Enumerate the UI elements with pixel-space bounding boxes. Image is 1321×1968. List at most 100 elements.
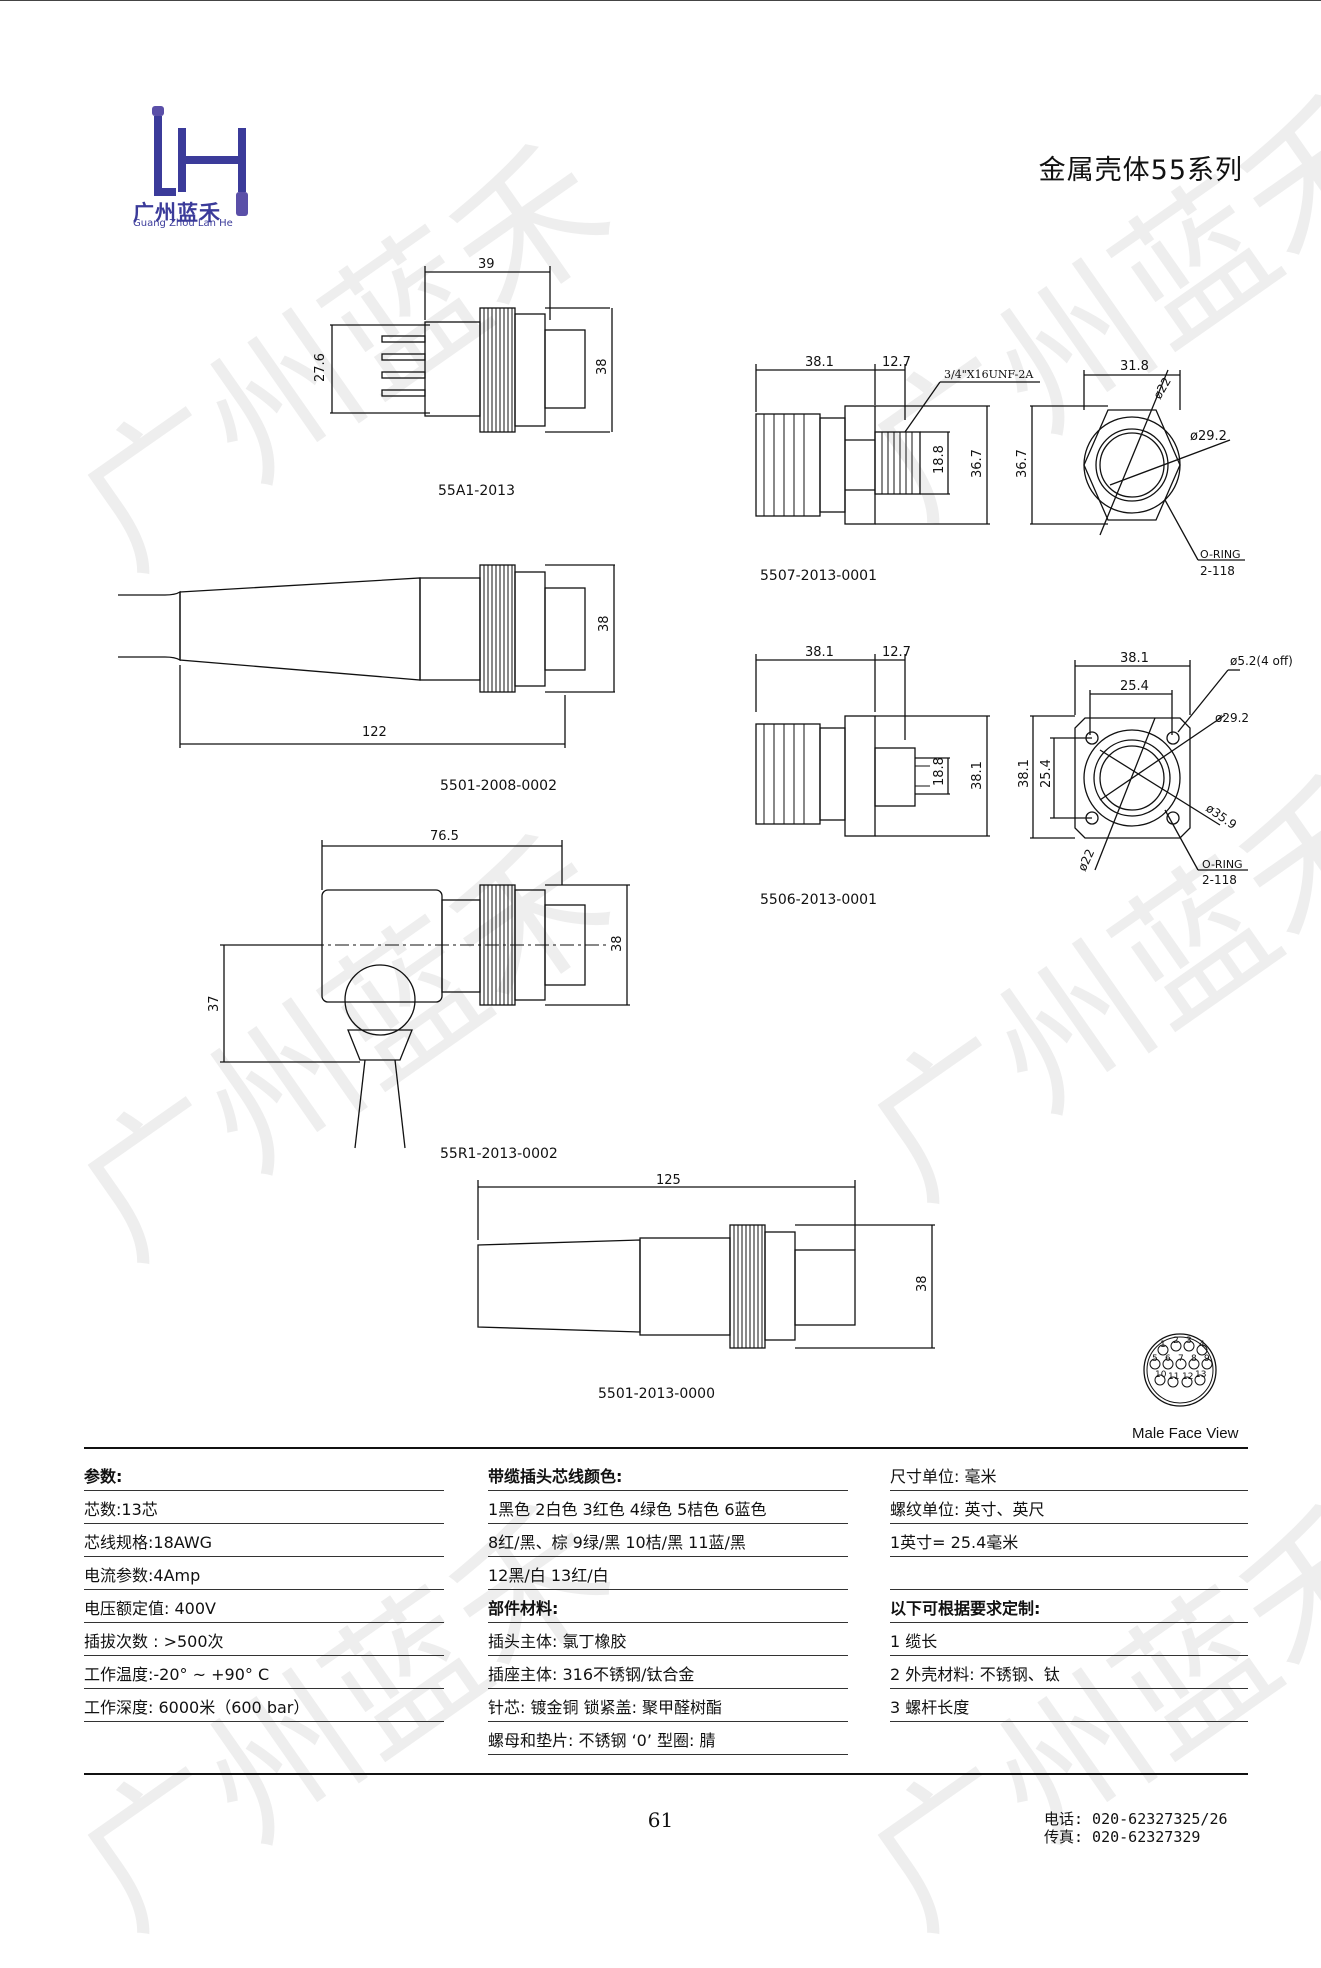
svg-text:ø35.9: ø35.9: [1203, 801, 1239, 832]
svg-text:6: 6: [1165, 1354, 1171, 1364]
svg-text:2-118: 2-118: [1200, 564, 1235, 578]
technical-drawings: 39 38 27.6 55A1-2013: [118, 257, 1293, 1407]
svg-text:ø5.2(4 off): ø5.2(4 off): [1230, 654, 1293, 668]
svg-text:39: 39: [478, 257, 495, 272]
drawing-55a1: 39 38 27.6: [313, 257, 613, 433]
svg-text:1: 1: [1160, 1340, 1166, 1350]
label-5507: 5507-2013-0001: [760, 568, 877, 584]
fax-number: 传真: 020-62327329: [1044, 1828, 1201, 1846]
blank-row: [890, 1557, 1248, 1590]
svg-text:37: 37: [207, 995, 222, 1012]
svg-text:13: 13: [1195, 1370, 1206, 1380]
svg-text:38.1: 38.1: [970, 761, 985, 790]
svg-text:36.7: 36.7: [1015, 449, 1030, 478]
label-5506: 5506-2013-0001: [760, 892, 877, 908]
param-row: 电流参数:4Amp: [84, 1557, 444, 1590]
svg-text:25.4: 25.4: [1039, 759, 1054, 788]
svg-text:38: 38: [597, 615, 612, 632]
svg-text:7: 7: [1178, 1354, 1184, 1364]
svg-text:2: 2: [1173, 1336, 1179, 1346]
logo-chinese-name: 广州蓝禾: [133, 201, 221, 225]
svg-text:38.1: 38.1: [1120, 651, 1149, 666]
svg-text:12: 12: [1182, 1372, 1193, 1382]
svg-text:38: 38: [595, 358, 610, 375]
params-heading: 参数:: [84, 1458, 444, 1491]
svg-text:3: 3: [1186, 1336, 1192, 1346]
unit-row: 尺寸单位: 毫米: [890, 1458, 1248, 1491]
svg-text:25.4: 25.4: [1120, 679, 1149, 694]
param-row: 工作温度:-20° ~ +90° C: [84, 1656, 444, 1689]
label-55r1: 55R1-2013-0002: [440, 1146, 558, 1162]
svg-text:ø29.2: ø29.2: [1215, 711, 1249, 725]
param-row: 工作深度: 6000米（600 bar）: [84, 1689, 444, 1722]
wire-color-row: 12黑/白 13红/白: [488, 1557, 848, 1590]
contact-info: 电话: 020-62327325/26 传真: 020-62327329: [1044, 1810, 1228, 1846]
material-row: 螺母和垫片: 不锈钢 ‘0’ 型圈: 腈: [488, 1722, 848, 1755]
table-top-rule: [84, 1447, 1248, 1449]
param-row: 电压额定值: 400V: [84, 1590, 444, 1623]
wire-color-heading: 带缆插头芯线颜色:: [488, 1458, 848, 1491]
custom-row: 3 螺杆长度: [890, 1689, 1248, 1722]
svg-text:10: 10: [1155, 1370, 1167, 1380]
drawing-5506: 38.1 12.7 18.8 38.1 38.1 25.4 38.1 25.4 …: [755, 645, 1293, 887]
page-number: 61: [647, 1808, 674, 1832]
spec-column-units: 尺寸单位: 毫米 螺纹单位: 英寸、英尺 1英寸= 25.4毫米 以下可根据要求…: [890, 1458, 1248, 1722]
svg-text:38.1: 38.1: [805, 355, 834, 370]
unit-row: 螺纹单位: 英寸、英尺: [890, 1491, 1248, 1524]
svg-text:4: 4: [1199, 1340, 1205, 1350]
custom-heading: 以下可根据要求定制:: [890, 1590, 1248, 1623]
svg-text:2-118: 2-118: [1202, 873, 1237, 887]
label-55a1: 55A1-2013: [438, 483, 515, 499]
svg-text:18.8: 18.8: [932, 757, 947, 786]
phone-number: 电话: 020-62327325/26: [1044, 1810, 1228, 1828]
logo-english-name: Guang Zhou Lan He: [133, 218, 233, 229]
svg-text:ø22: ø22: [1075, 847, 1097, 873]
svg-text:O-RING: O-RING: [1200, 548, 1241, 561]
svg-text:8: 8: [1191, 1354, 1197, 1364]
wire-color-row: 8红/黑、棕 9绿/黑 10桔/黑 11蓝/黑: [488, 1524, 848, 1557]
drawing-5507: 38.1 12.7 3/4"X16UNF-2A 18.8 36.7 31.8 3…: [755, 355, 1245, 578]
svg-text:LH: LH: [170, 171, 172, 173]
svg-text:O-RING: O-RING: [1202, 858, 1243, 871]
wire-color-row: 1黑色 2白色 3红色 4绿色 5桔色 6蓝色: [488, 1491, 848, 1524]
svg-text:9: 9: [1204, 1354, 1210, 1364]
label-5501-2013: 5501-2013-0000: [598, 1386, 715, 1402]
svg-text:76.5: 76.5: [430, 829, 459, 844]
company-logo: LH: [152, 106, 248, 216]
drawing-5501-2013: 125 38: [477, 1173, 935, 1349]
svg-text:11: 11: [1168, 1372, 1179, 1382]
svg-text:12.7: 12.7: [882, 645, 911, 660]
svg-text:ø22: ø22: [1150, 375, 1173, 402]
svg-text:12.7: 12.7: [882, 355, 911, 370]
materials-heading: 部件材料:: [488, 1590, 848, 1623]
drawing-55r1: 76.5 38 37: [207, 829, 630, 1149]
spec-column-wiring: 带缆插头芯线颜色: 1黑色 2白色 3红色 4绿色 5桔色 6蓝色 8红/黑、棕…: [488, 1458, 848, 1755]
param-row: 插拔次数 : >500次: [84, 1623, 444, 1656]
svg-text:38: 38: [915, 1275, 930, 1292]
svg-text:5: 5: [1152, 1354, 1158, 1364]
custom-row: 1 缆长: [890, 1623, 1248, 1656]
material-row: 插座主体: 316不锈钢/钛合金: [488, 1656, 848, 1689]
svg-text:ø29.2: ø29.2: [1190, 429, 1227, 444]
spec-column-params: 参数: 芯数:13芯 芯线规格:18AWG 电流参数:4Amp 电压额定值: 4…: [84, 1458, 444, 1722]
material-row: 针芯: 镀金铜 锁紧盖: 聚甲醛树酯: [488, 1689, 848, 1722]
param-row: 芯数:13芯: [84, 1491, 444, 1524]
label-5501-2008: 5501-2008-0002: [440, 778, 557, 794]
svg-text:122: 122: [362, 725, 387, 740]
page-title: 金属壳体55系列: [1038, 155, 1243, 186]
svg-text:31.8: 31.8: [1120, 359, 1149, 374]
drawing-5501-2008: 38 122: [118, 564, 615, 748]
top-rule: [0, 0, 1321, 1]
svg-text:38.1: 38.1: [805, 645, 834, 660]
male-face-caption: Male Face View: [1132, 1425, 1239, 1442]
svg-text:27.6: 27.6: [313, 353, 328, 382]
custom-row: 2 外壳材料: 不锈钢、钛: [890, 1656, 1248, 1689]
svg-text:125: 125: [656, 1173, 681, 1188]
svg-text:38.1: 38.1: [1017, 759, 1032, 788]
unit-row: 1英寸= 25.4毫米: [890, 1524, 1248, 1557]
param-row: 芯线规格:18AWG: [84, 1524, 444, 1557]
table-bottom-rule: [84, 1773, 1248, 1775]
material-row: 插头主体: 氯丁橡胶: [488, 1623, 848, 1656]
svg-text:3/4"X16UNF-2A: 3/4"X16UNF-2A: [944, 368, 1034, 381]
